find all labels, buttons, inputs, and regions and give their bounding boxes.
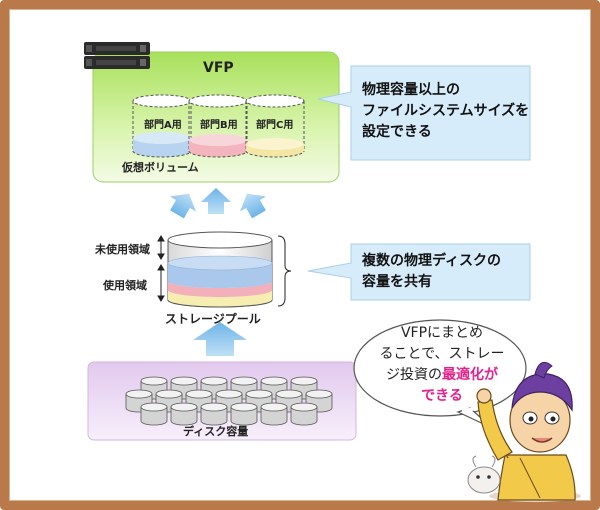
disk-icons — [125, 376, 333, 426]
speech-line-1: VFPにまとめ — [400, 325, 484, 341]
speech-bubble-tail-cover — [461, 407, 479, 412]
vfp-callout-line-1: 物理容量以上の — [362, 82, 460, 98]
server-icon — [84, 42, 150, 69]
used-area-label: 使用領域 — [103, 279, 147, 292]
storage-pool-cylinder — [167, 231, 273, 308]
disk-icon — [140, 402, 168, 426]
vfp-callout-shape — [317, 65, 531, 161]
pool-callout-line-1: 複数の物理ディスクの — [362, 253, 502, 269]
capacity-dimension-markers — [157, 235, 165, 302]
disk-capacity-label: ディスク容量 — [183, 425, 249, 438]
disk-icon — [260, 402, 288, 426]
volume-a-label: 部門A用 — [144, 120, 182, 131]
unused-area-label: 未使用領域 — [95, 243, 150, 256]
arrow-up-right — [240, 193, 266, 219]
disk-icon — [290, 402, 318, 426]
arrow-up-center — [201, 188, 231, 214]
virtual-volume-label: 仮想ボリューム — [122, 161, 199, 174]
pool-callout-shape — [307, 243, 531, 301]
vfp-callout-text: 物理容量以上の ファイルシステムサイズを 設定できる — [362, 80, 529, 143]
volume-b-cylinder — [188, 94, 248, 158]
pool-brace — [277, 235, 292, 307]
speech-line-3-highlight: 最適化が — [442, 367, 498, 383]
vfp-title: VFP — [203, 60, 234, 76]
vfp-callout-line-3: 設定できる — [362, 124, 432, 140]
speech-line-4: できる — [421, 388, 463, 404]
vfp-callout-line-2: ファイルシステムサイズを — [362, 103, 530, 119]
storage-pool-label: ストレージプール — [165, 312, 261, 326]
volume-c-label: 部門C用 — [256, 120, 294, 131]
volume-c-cylinder — [245, 94, 305, 158]
pool-callout-text: 複数の物理ディスクの 容量を共有 — [362, 251, 501, 293]
volume-b-label: 部門B用 — [200, 120, 238, 131]
speech-line-2: ることで、ストレー — [379, 346, 505, 362]
arrow-up-left — [170, 193, 196, 219]
character-illustration — [467, 361, 581, 502]
arrow-up-disk-to-pool — [193, 322, 247, 356]
speech-line-3-normal: ジ投資の — [386, 367, 442, 383]
speech-line-3: ジ投資の最適化が — [370, 365, 514, 386]
pool-callout-line-2: 容量を共有 — [362, 274, 432, 290]
disk-icon — [230, 402, 258, 426]
speech-bubble-text: VFPにまとめ ることで、ストレー ジ投資の最適化が できる — [370, 323, 514, 407]
disk-icon — [170, 402, 198, 426]
disk-icon — [200, 402, 228, 426]
